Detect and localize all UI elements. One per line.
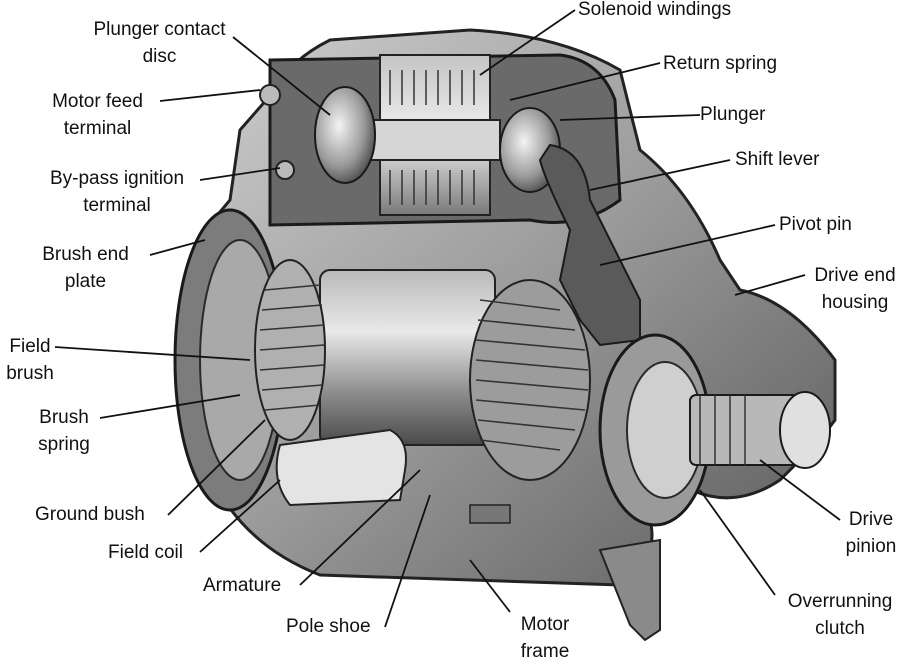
label-motor-feed-terminal: Motor feed terminal — [52, 91, 143, 139]
armature — [254, 259, 591, 481]
label-overrunning-clutch: Overrunning clutch — [787, 591, 893, 639]
pole-shoe — [275, 428, 407, 507]
label-plunger-contact-disc: Plunger contact disc — [93, 19, 226, 67]
label-pole-shoe: Pole shoe — [286, 616, 371, 637]
label-ground-bush: Ground bush — [35, 504, 145, 525]
drive-pinion — [689, 391, 831, 469]
shift-lever — [538, 143, 641, 347]
label-drive-pinion: Drive pinion — [845, 509, 897, 557]
label-solenoid-windings: Solenoid windings — [578, 0, 732, 20]
label-bypass-ignition-terminal: By-pass ignition terminal — [49, 168, 185, 216]
label-drive-end-housing: Drive end housing — [814, 265, 896, 313]
label-field-coil: Field coil — [108, 542, 183, 563]
leader-lines — [54, 9, 841, 628]
label-return-spring: Return spring — [663, 53, 778, 74]
label-pivot-pin: Pivot pin — [779, 214, 852, 235]
solenoid — [259, 53, 622, 227]
label-shift-lever: Shift lever — [735, 149, 820, 170]
label-field-brush: Field brush — [6, 336, 54, 384]
label-brush-end-plate: Brush end plate — [42, 244, 129, 292]
label-brush-spring: Brush spring — [38, 407, 90, 455]
label-plunger: Plunger — [700, 104, 766, 125]
overrunning-clutch — [598, 333, 712, 527]
label-armature: Armature — [203, 575, 282, 596]
